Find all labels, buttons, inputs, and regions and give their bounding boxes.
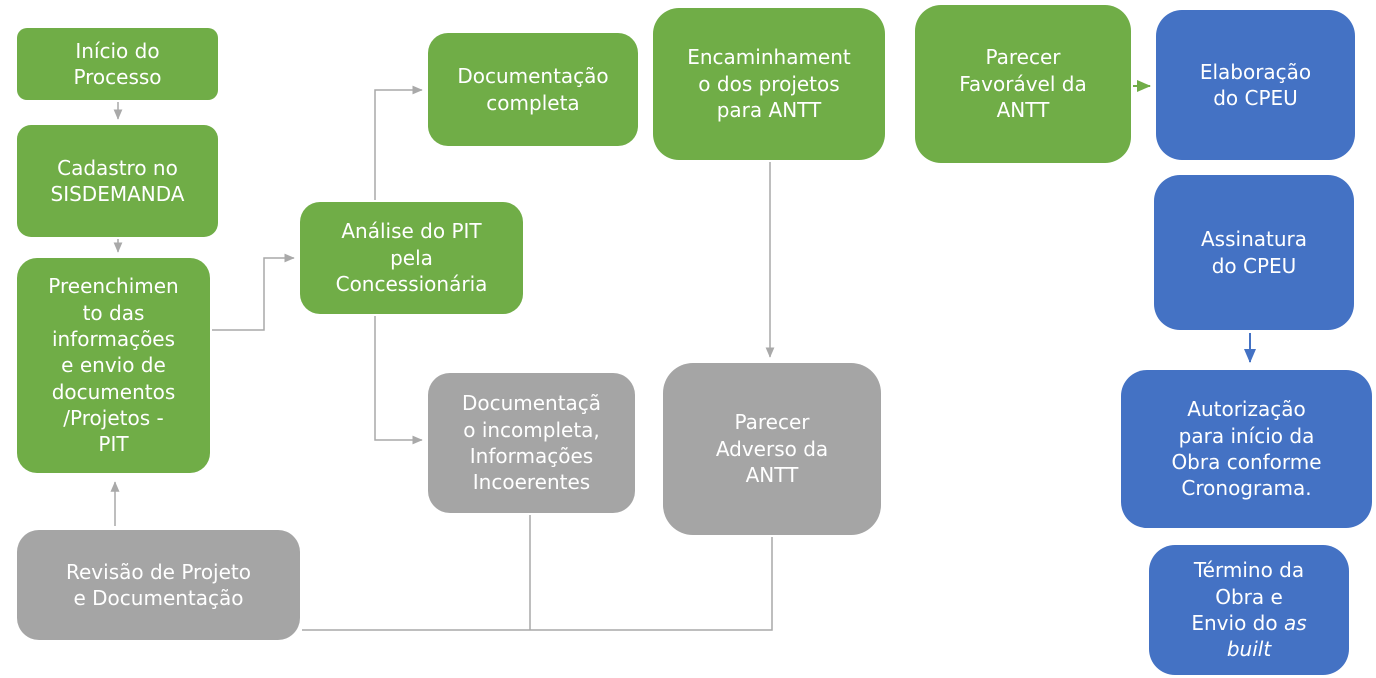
node-label: Autorização para início da Obra conforme… [1171, 397, 1322, 501]
node-label: Preenchimen to das informações e envio d… [48, 274, 179, 457]
node-label: Revisão de Projeto e Documentação [66, 559, 251, 610]
node-label: Parecer Adverso da ANTT [715, 410, 829, 488]
node-label: Início do Processo [73, 38, 162, 89]
node-inicio-do-processo: Início do Processo [17, 28, 218, 100]
node-label: Término da Obra e Envio do as built [1191, 557, 1306, 663]
node-revisao-projeto-documentacao: Revisão de Projeto e Documentação [17, 530, 300, 640]
node-documentacao-incompleta: Documentaçã o incompleta, Informações In… [428, 373, 635, 513]
node-parecer-favoravel-antt: Parecer Favorável da ANTT [915, 5, 1131, 163]
connector-analise-doc-completa [374, 85, 423, 200]
as-built-italic-text: as built [1226, 611, 1307, 662]
node-label: Assinatura do CPEU [1200, 227, 1307, 278]
node-label: Encaminhament o dos projetos para ANTT [687, 45, 851, 123]
node-documentacao-completa: Documentação completa [428, 33, 638, 146]
node-label: Análise do PIT pela Concessionária [335, 219, 488, 297]
node-termino-obra-as-built: Término da Obra e Envio do as built [1149, 545, 1349, 675]
node-parecer-adverso-antt: Parecer Adverso da ANTT [663, 363, 881, 535]
node-label: Elaboração do CPEU [1199, 59, 1312, 110]
node-preenchimento-pit: Preenchimen to das informações e envio d… [17, 258, 210, 473]
node-label: Parecer Favorável da ANTT [959, 45, 1087, 123]
node-assinatura-cpeu: Assinatura do CPEU [1154, 175, 1354, 330]
node-label: Documentação completa [457, 64, 609, 115]
node-encaminhamento-projetos-antt: Encaminhament o dos projetos para ANTT [653, 8, 885, 160]
node-label-text: Término da Obra e Envio do [1191, 558, 1305, 635]
connector-preenchimento-analise [212, 253, 295, 331]
node-label: Documentaçã o incompleta, Informações In… [461, 391, 602, 495]
connector-parecer-adverso-revisao [302, 537, 773, 631]
connector-analise-doc-incompleta [374, 316, 423, 445]
node-cadastro-sisdemanda: Cadastro no SISDEMANDA [17, 125, 218, 237]
node-label: Cadastro no SISDEMANDA [50, 155, 185, 206]
node-elaboracao-cpeu: Elaboração do CPEU [1156, 10, 1355, 160]
node-analise-pit-concessionaria: Análise do PIT pela Concessionária [300, 202, 523, 314]
node-autorizacao-inicio-obra: Autorização para início da Obra conforme… [1121, 370, 1372, 528]
